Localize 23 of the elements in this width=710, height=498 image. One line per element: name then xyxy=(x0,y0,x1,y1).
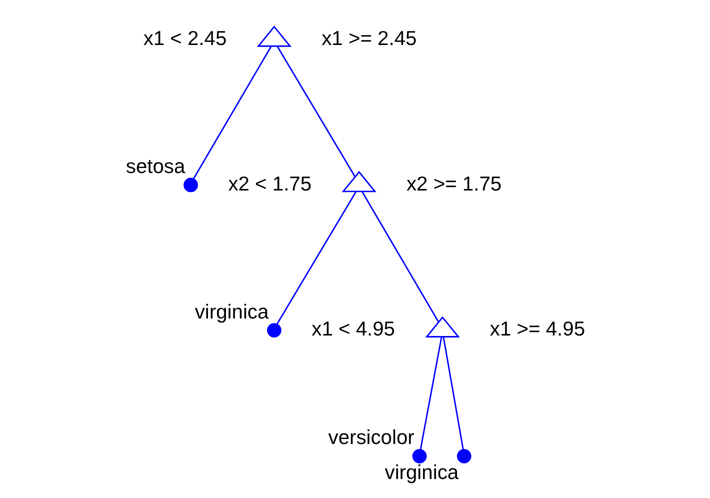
node-circle xyxy=(456,448,471,464)
node-triangle xyxy=(256,26,292,47)
node-label: x1 < 4.95 xyxy=(311,318,395,341)
node-circle xyxy=(412,448,426,464)
node-triangle xyxy=(424,316,460,338)
connector xyxy=(192,46,272,180)
node-label: virginica xyxy=(384,462,458,484)
node-label: versicolor xyxy=(328,427,414,450)
node-circle xyxy=(183,178,198,192)
connector xyxy=(442,336,464,450)
connector xyxy=(276,191,356,324)
node-label: virginica xyxy=(194,301,268,324)
node-triangle xyxy=(341,170,376,192)
node-label: x2 < 1.75 xyxy=(228,173,312,196)
node-label: setosa xyxy=(125,156,185,178)
node-label: x1 >= 2.45 xyxy=(321,28,416,50)
connector xyxy=(419,336,442,450)
node-label: x1 >= 4.95 xyxy=(489,318,585,341)
connector xyxy=(276,46,356,178)
node-label: x2 >= 1.75 xyxy=(406,173,502,196)
connector xyxy=(361,191,439,323)
node-circle xyxy=(266,323,281,338)
node-label: x1 < 2.45 xyxy=(142,28,226,50)
